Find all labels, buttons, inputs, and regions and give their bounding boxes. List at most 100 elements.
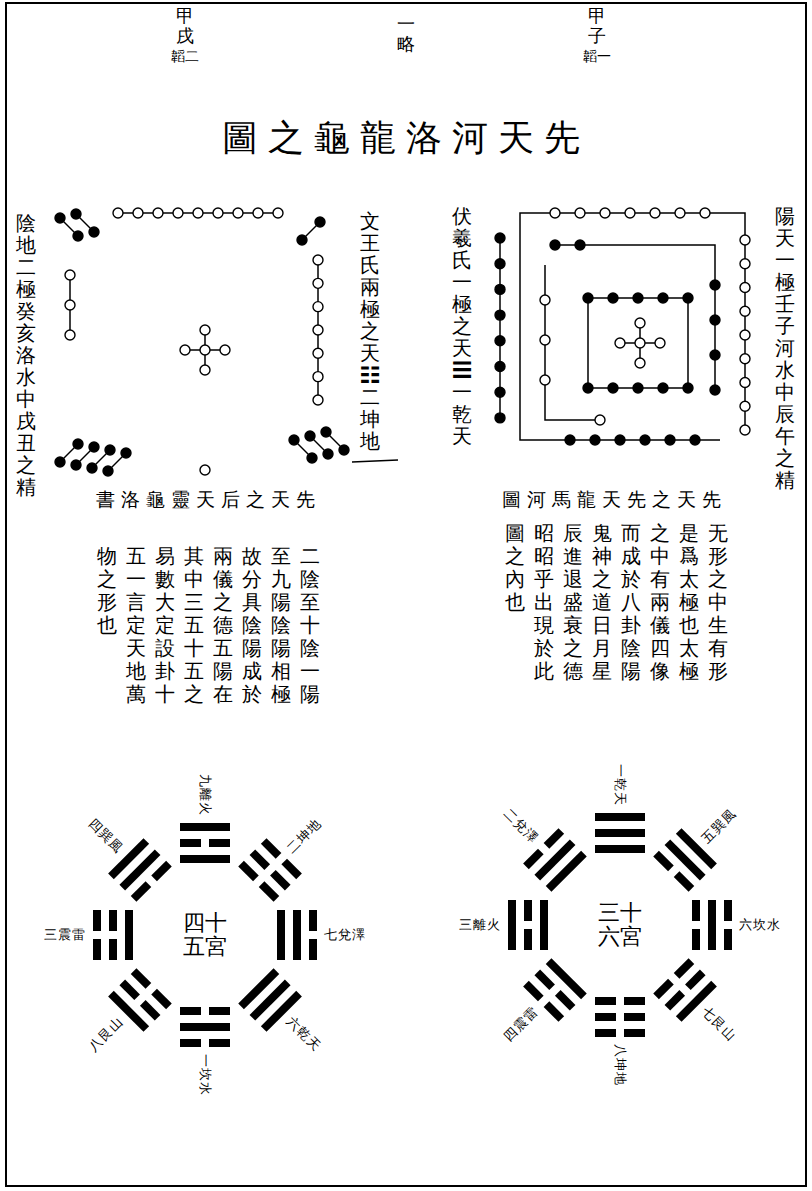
glyph: 盛 <box>563 591 583 614</box>
yin-line <box>209 1007 230 1015</box>
yang-dot <box>253 208 263 218</box>
glyph: 陰 <box>242 614 262 637</box>
glyph: 陽 <box>271 591 291 614</box>
yang-dot <box>600 208 610 218</box>
glyph: 而 <box>621 522 641 545</box>
yin-line <box>180 1007 201 1015</box>
yang-dot <box>180 345 190 355</box>
volume-mark: 韜二 <box>171 48 199 65</box>
glyph: 卦 <box>155 660 175 683</box>
yin-dot <box>640 435 650 445</box>
yang-line <box>180 855 230 863</box>
yang-dot <box>675 208 685 218</box>
glyph: 像 <box>650 660 670 683</box>
yang-dot <box>625 208 635 218</box>
yin-line <box>544 828 565 849</box>
glyph: 定 <box>126 614 146 637</box>
glyph: 也 <box>505 591 525 614</box>
yang-line <box>546 958 587 999</box>
yin-line <box>250 849 271 870</box>
yin-line <box>624 1013 645 1021</box>
trigram-label: 八艮山 <box>86 1014 127 1055</box>
yang-dot <box>540 295 550 305</box>
glyph: 之 <box>184 683 204 706</box>
yang-line <box>546 851 587 892</box>
trigram-label: 七兌澤 <box>324 927 366 943</box>
yin-line <box>534 970 555 991</box>
yin-dot <box>105 445 115 455</box>
trigram <box>692 900 732 950</box>
yin-line <box>665 990 686 1011</box>
glyph: 十 <box>300 614 320 637</box>
glyph: 相 <box>271 660 291 683</box>
side-column: 伏羲氏一極之天☰一乾天 <box>452 205 472 447</box>
trigram-label: 九離火 <box>197 774 213 816</box>
yin-line <box>595 997 616 1005</box>
side-column: 陽天一極壬子河水中辰午之精 <box>775 205 795 491</box>
glyph: 具 <box>242 591 262 614</box>
glyph: 大 <box>155 591 175 614</box>
yin-dot <box>321 427 331 437</box>
trigram-label: 二坤地 <box>284 816 325 857</box>
yin-dot <box>495 284 505 294</box>
trigram <box>595 813 645 853</box>
yang-dot <box>740 330 750 340</box>
glyph: 辰 <box>563 522 583 545</box>
yang-dot <box>313 302 323 312</box>
side-column: 陰地二極癸亥洛水中戌丑之精 <box>16 212 36 498</box>
yin-dot <box>121 448 131 458</box>
glyph: 陰 <box>300 637 320 660</box>
glyph: 陰 <box>300 568 320 591</box>
glyph: 形 <box>708 660 728 683</box>
yang-dot <box>740 401 750 411</box>
yin-line <box>109 939 117 960</box>
yang-dot <box>540 375 550 385</box>
yin-line <box>309 910 317 931</box>
figure-caption: 圖河馬龍天先之天先 <box>502 488 727 511</box>
trigram-label: 五巽風 <box>699 806 740 847</box>
yang-dot <box>740 283 750 293</box>
glyph: 德 <box>563 660 583 683</box>
yang-dot <box>113 208 123 218</box>
glyph: 之 <box>563 637 583 660</box>
trigram <box>277 910 317 960</box>
yang-dot <box>740 259 750 269</box>
yin-line <box>523 981 544 1002</box>
glyph: 道 <box>592 591 612 614</box>
yang-dot <box>200 345 210 355</box>
yin-line <box>180 1039 201 1047</box>
glyph: 儀 <box>213 568 233 591</box>
yin-dot <box>710 385 720 395</box>
glyph: 陽 <box>242 637 262 660</box>
yang-dot <box>313 255 323 265</box>
glyph: 四 <box>650 637 670 660</box>
glyph: 陽 <box>271 637 291 660</box>
yang-line <box>293 910 301 960</box>
yin-dot <box>583 293 593 303</box>
glyph: 陽 <box>621 660 641 683</box>
trigram <box>595 997 645 1037</box>
yin-dot <box>55 457 65 467</box>
yin-dot <box>339 445 349 455</box>
yang-line <box>595 813 645 821</box>
yin-dot <box>658 293 668 303</box>
glyph: 五 <box>213 637 233 660</box>
glyph: 三 <box>184 591 204 614</box>
yin-dot <box>608 293 618 303</box>
diagram-title: 圖之龜龍洛河天先 <box>0 116 812 159</box>
glyph: 天 <box>126 637 146 660</box>
glyph: 之 <box>97 568 117 591</box>
glyph: 中 <box>708 591 728 614</box>
yin-dot <box>710 280 720 290</box>
stem-branch: 甲子 <box>588 6 606 46</box>
glyph: 物 <box>97 545 117 568</box>
yin-line <box>692 929 700 950</box>
yang-line <box>665 839 706 880</box>
trigram-label: 四震雷 <box>501 1004 542 1045</box>
glyph: 之 <box>213 591 233 614</box>
yin-line <box>624 1029 645 1037</box>
yang-dot <box>635 338 645 348</box>
glyph: 爲 <box>679 545 699 568</box>
yin-line <box>724 900 732 921</box>
